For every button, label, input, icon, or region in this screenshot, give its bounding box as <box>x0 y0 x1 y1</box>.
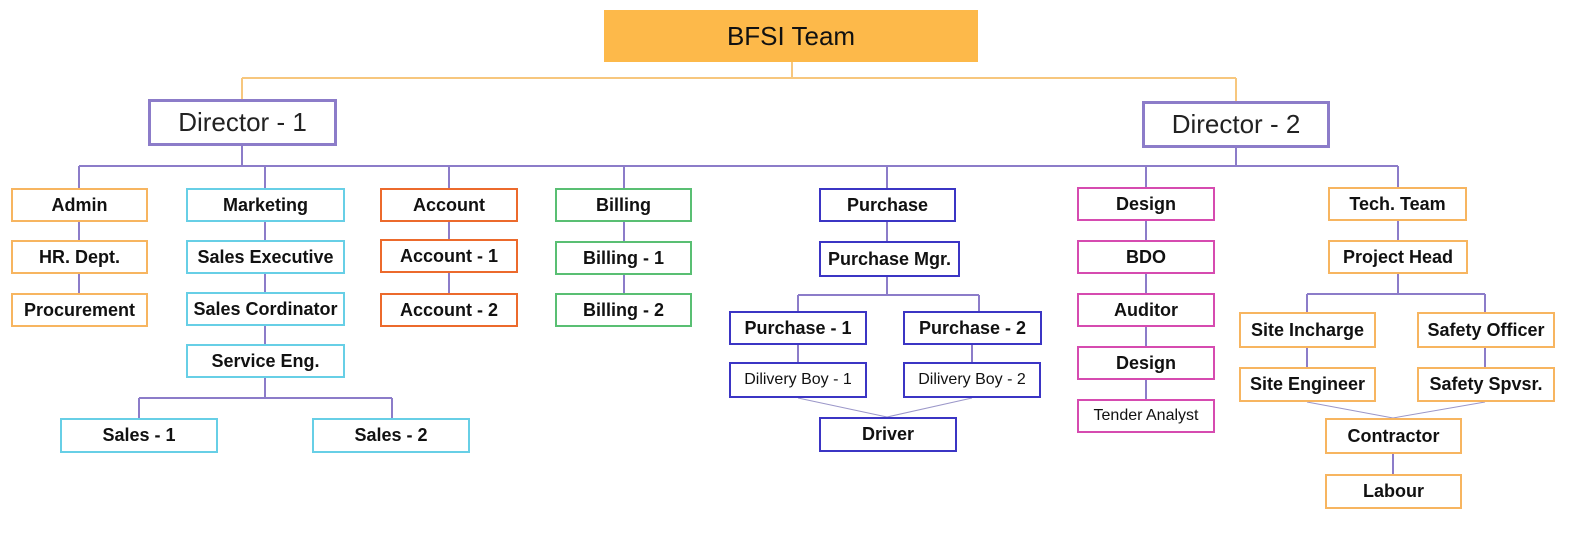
tender-analyst-node: Tender Analyst <box>1077 399 1215 433</box>
design-sub-node: Design <box>1077 346 1215 380</box>
billing-2-node: Billing - 2 <box>555 293 692 327</box>
purchase-2-node: Purchase - 2 <box>903 311 1042 345</box>
delivery-boy-2-node: Dilivery Boy - 2 <box>903 362 1041 398</box>
purchase-node: Purchase <box>819 188 956 222</box>
converging-lines <box>797 397 1486 419</box>
site-engineer-node: Site Engineer <box>1239 367 1376 402</box>
admin-node: Admin <box>11 188 148 222</box>
design-node: Design <box>1077 187 1215 221</box>
title-connectors <box>241 62 1237 101</box>
team-title: BFSI Team <box>604 10 978 62</box>
purchase-1-node: Purchase - 1 <box>729 311 867 345</box>
billing-node: Billing <box>555 188 692 222</box>
account-2-node: Account - 2 <box>380 293 518 327</box>
sales-executive-node: Sales Executive <box>186 240 345 274</box>
site-incharge-node: Site Incharge <box>1239 312 1376 348</box>
bdo-node: BDO <box>1077 240 1215 274</box>
service-eng-node: Service Eng. <box>186 344 345 378</box>
director-1-node: Director - 1 <box>148 99 337 146</box>
auditor-node: Auditor <box>1077 293 1215 327</box>
delivery-boy-1-node: Dilivery Boy - 1 <box>729 362 867 398</box>
account-1-node: Account - 1 <box>380 239 518 273</box>
project-head-node: Project Head <box>1328 240 1468 274</box>
sales-cordinator-node: Sales Cordinator <box>186 292 345 326</box>
sales-1-node: Sales - 1 <box>60 418 218 453</box>
driver-node: Driver <box>819 417 957 452</box>
marketing-node: Marketing <box>186 188 345 222</box>
procurement-node: Procurement <box>11 293 148 327</box>
labour-node: Labour <box>1325 474 1462 509</box>
director-2-node: Director - 2 <box>1142 101 1330 148</box>
purchase-mgr-node: Purchase Mgr. <box>819 241 960 277</box>
billing-1-node: Billing - 1 <box>555 241 692 275</box>
contractor-node: Contractor <box>1325 418 1462 454</box>
account-node: Account <box>380 188 518 222</box>
sales-2-node: Sales - 2 <box>312 418 470 453</box>
safety-spvsr-node: Safety Spvsr. <box>1417 367 1555 402</box>
safety-officer-node: Safety Officer <box>1417 312 1555 348</box>
hr-dept-node: HR. Dept. <box>11 240 148 274</box>
tech-team-node: Tech. Team <box>1328 187 1467 221</box>
director-connectors <box>78 146 1486 474</box>
